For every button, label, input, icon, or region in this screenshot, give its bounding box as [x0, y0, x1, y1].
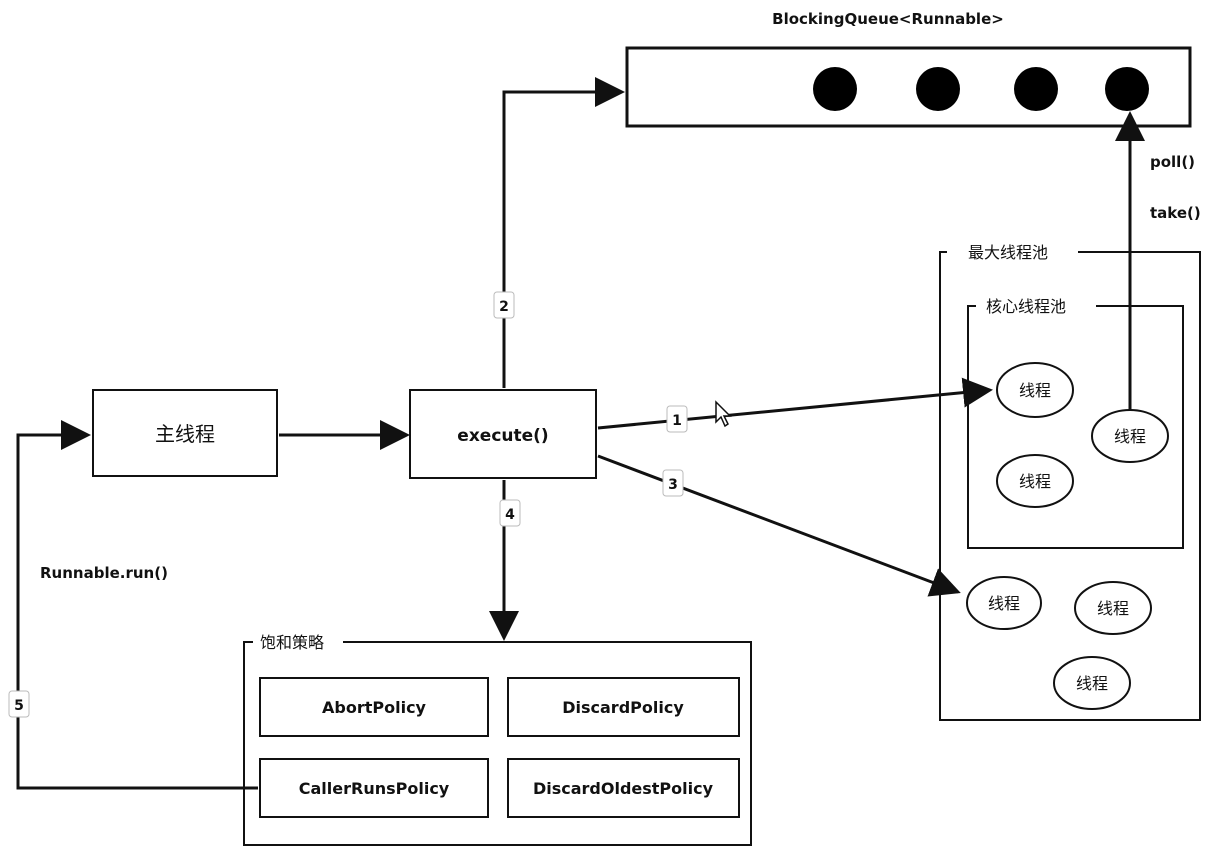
- saturation-frame: [243, 641, 752, 846]
- abort-policy-box: [259, 677, 489, 737]
- queue-item: [1014, 67, 1058, 111]
- thread-node: [1053, 656, 1131, 710]
- queue-item: [813, 67, 857, 111]
- thread-node: [1074, 581, 1152, 635]
- execute-label: execute(): [457, 426, 548, 446]
- discard-oldest-policy-box: [507, 758, 740, 818]
- main-thread-box: [92, 389, 278, 477]
- max-pool-label: 最大线程池: [968, 243, 1048, 262]
- caller-runs-policy-box: [259, 758, 489, 818]
- max-pool-frame: [939, 251, 1201, 721]
- thread-label: 线程: [1076, 674, 1108, 693]
- poll-label: poll(): [1150, 153, 1195, 171]
- thread-node: [996, 454, 1074, 508]
- thread-label: 线程: [1019, 381, 1051, 400]
- thread-node: [966, 576, 1042, 630]
- queue-item: [1105, 67, 1149, 111]
- thread-label: 线程: [988, 594, 1020, 613]
- arrow-step-1: [597, 377, 993, 430]
- step-5-text: 5: [14, 698, 24, 714]
- thread-node: [1091, 409, 1169, 463]
- core-pool-label: 核心线程池: [986, 297, 1066, 316]
- thread-label: 线程: [1114, 427, 1146, 446]
- main-thread-label: 主线程: [155, 422, 215, 446]
- saturation-label: 饱和策略: [260, 633, 324, 652]
- blocking-queue-label: BlockingQueue<Runnable>: [772, 10, 1004, 28]
- thread-label: 线程: [1097, 599, 1129, 618]
- step-4-text: 4: [505, 507, 515, 523]
- runnable-run-label: Runnable.run(): [40, 564, 168, 582]
- execute-box: [409, 389, 597, 479]
- blocking-queue-box: [625, 46, 1192, 128]
- abort-policy-label: AbortPolicy: [322, 698, 427, 717]
- step-5-badge: [8, 690, 30, 718]
- step-1-text: 1: [672, 413, 682, 429]
- discard-oldest-policy-label: DiscardOldestPolicy: [533, 779, 714, 798]
- step-3-badge: [662, 469, 684, 497]
- thread-label: 线程: [1019, 472, 1051, 491]
- step-4-badge: [499, 499, 521, 527]
- step-2-badge: [493, 291, 515, 319]
- step-3-text: 3: [668, 477, 678, 493]
- mouse-cursor-icon: [715, 400, 732, 428]
- arrow-step-2: [502, 77, 625, 388]
- take-label: take(): [1150, 204, 1201, 222]
- discard-policy-box: [507, 677, 740, 737]
- core-pool-frame: [967, 305, 1184, 549]
- queue-item: [916, 67, 960, 111]
- step-1-badge: [666, 405, 688, 433]
- step-2-text: 2: [499, 299, 509, 315]
- caller-runs-policy-label: CallerRunsPolicy: [299, 779, 450, 798]
- arrow-step-5: [16, 420, 258, 790]
- thread-node: [996, 362, 1074, 418]
- arrow-step-3: [597, 454, 961, 597]
- discard-policy-label: DiscardPolicy: [562, 698, 684, 717]
